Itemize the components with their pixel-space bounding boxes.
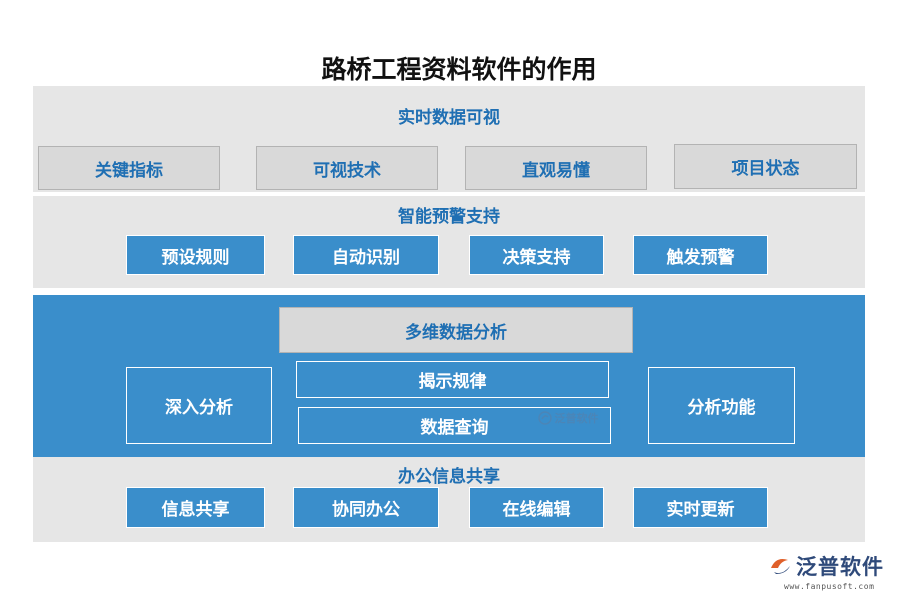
brand-url: www.fanpusoft.com bbox=[784, 582, 875, 591]
watermark-logo-icon bbox=[537, 411, 552, 425]
box-analysis-title: 多维数据分析 bbox=[279, 307, 633, 353]
section-title-realtime: 实时数据可视 bbox=[398, 107, 500, 128]
watermark: 泛普软件 bbox=[528, 409, 608, 427]
section-title-office: 办公信息共享 bbox=[398, 466, 500, 487]
box-data-query: 数据查询 bbox=[298, 407, 611, 444]
box-key-metrics: 关键指标 bbox=[38, 146, 220, 190]
brand-logo: 泛普软件 www.fanpusoft.com bbox=[768, 551, 898, 599]
box-analysis-function: 分析功能 bbox=[648, 367, 795, 444]
box-preset-rules: 预设规则 bbox=[126, 235, 265, 275]
box-decision-support: 决策支持 bbox=[469, 235, 604, 275]
box-online-edit: 在线编辑 bbox=[469, 487, 604, 528]
diagram-title: 路桥工程资料软件的作用 bbox=[321, 55, 597, 84]
box-info-sharing: 信息共享 bbox=[126, 487, 265, 528]
box-project-status: 项目状态 bbox=[674, 144, 857, 189]
box-collab-office: 协同办公 bbox=[293, 487, 439, 528]
box-intuitive: 直观易懂 bbox=[465, 146, 647, 190]
box-reveal-patterns: 揭示规律 bbox=[296, 361, 609, 398]
box-realtime-update: 实时更新 bbox=[633, 487, 768, 528]
box-visual-tech: 可视技术 bbox=[256, 146, 438, 190]
box-trigger-warning: 触发预警 bbox=[633, 235, 768, 275]
brand-logo-icon bbox=[771, 559, 790, 574]
brand-name: 泛普软件 bbox=[796, 555, 884, 579]
box-auto-recognize: 自动识别 bbox=[293, 235, 439, 275]
box-deep-analysis: 深入分析 bbox=[126, 367, 272, 444]
watermark-text: 泛普软件 bbox=[554, 412, 599, 425]
section-title-warning: 智能预警支持 bbox=[398, 206, 500, 227]
